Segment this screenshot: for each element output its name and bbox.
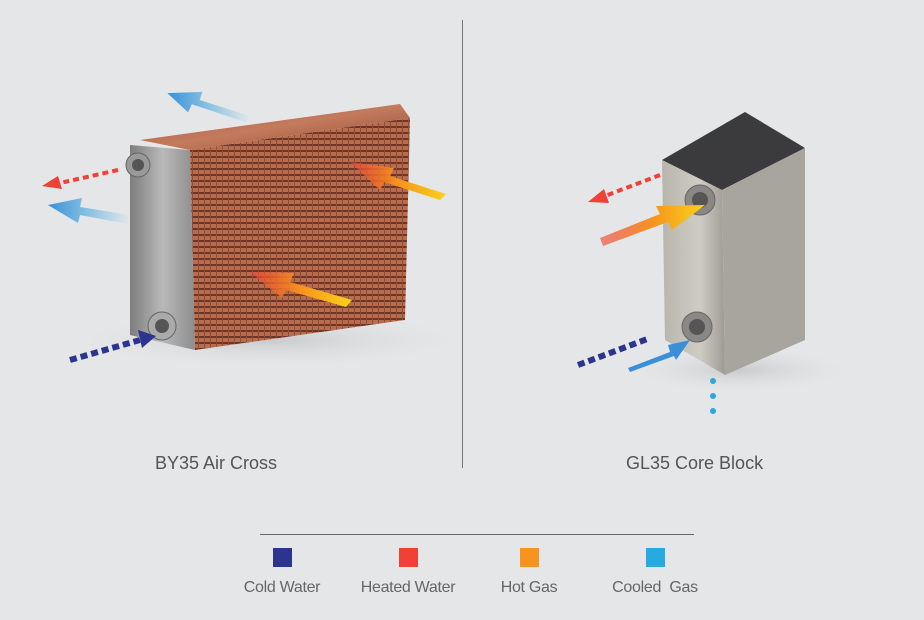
product-caption-gl35: GL35 Core Block	[626, 453, 764, 473]
legend-divider	[260, 534, 694, 535]
cooled-gas-swatch	[645, 548, 665, 567]
legend-label: Heated Water	[360, 579, 456, 596]
hot-gas-swatch	[519, 548, 539, 567]
legend-item-cold-water: Cold Water	[212, 548, 352, 597]
legend-label: Hot Gas	[500, 579, 558, 596]
gl35-core-block-illustration	[576, 112, 860, 414]
heated-water-swatch	[398, 548, 418, 567]
legend-item-hot-gas: Hot Gas	[459, 548, 599, 597]
legend-item-cooled-gas: Cooled Gas	[585, 548, 725, 597]
cold-water-swatch	[272, 548, 292, 567]
legend-label: Cold Water	[243, 579, 321, 596]
legend-item-heated-water: Heated Water	[338, 548, 478, 597]
product-caption-by35: BY35 Air Cross	[155, 453, 278, 473]
divider	[462, 20, 463, 468]
by35-air-cross-illustration	[42, 91, 480, 370]
legend-label: Cooled Gas	[612, 579, 698, 596]
